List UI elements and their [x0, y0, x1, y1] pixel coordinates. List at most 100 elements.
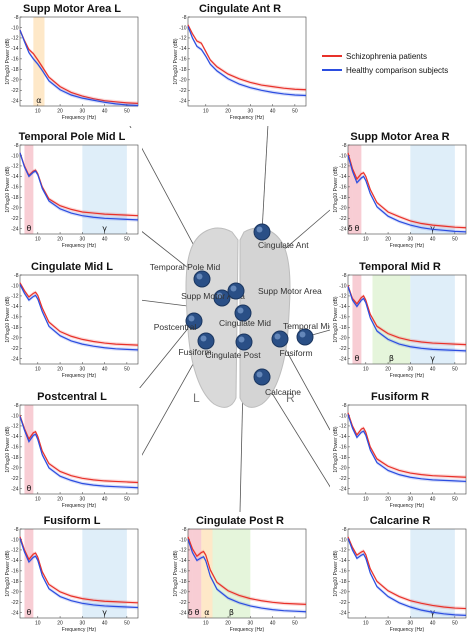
y-axis-label: 10*log10 Power (dB) [5, 38, 11, 84]
x-tick-label: 30 [408, 367, 414, 373]
x-axis-label: Frequency (Hz) [62, 373, 97, 379]
plot-frame [187, 528, 307, 619]
y-tick-label: -16 [11, 569, 18, 575]
region-label: Supp Motor Area [181, 291, 245, 301]
y-tick-label: -12 [339, 548, 346, 554]
x-tick-label: 40 [102, 109, 108, 115]
band-label-beta: β [229, 608, 234, 617]
y-tick-label: -24 [11, 487, 18, 493]
series-line-healthy [347, 155, 467, 233]
y-tick-label: -12 [339, 164, 346, 170]
band-delta [188, 529, 193, 618]
y-tick-label: -8 [14, 15, 19, 21]
x-tick-label: 30 [248, 109, 254, 115]
y-axis-label: 10*log10 Power (dB) [333, 296, 339, 342]
x-tick-label: 50 [452, 237, 458, 243]
x-tick-label: 20 [57, 367, 63, 373]
band-theta [24, 145, 34, 234]
y-axis-label: 10*log10 Power (dB) [333, 166, 339, 212]
y-tick-label: -10 [11, 537, 18, 543]
y-axis-label: 10*log10 Power (dB) [5, 296, 11, 342]
y-axis-label: 10*log10 Power (dB) [333, 550, 339, 596]
y-tick-label: -12 [179, 36, 186, 42]
y-tick-label: -12 [11, 294, 18, 300]
y-tick-label: -8 [342, 527, 347, 533]
plot-frame [19, 144, 139, 235]
y-tick-label: -24 [339, 611, 346, 617]
series-line-patients [19, 282, 139, 346]
series-line-patients [19, 415, 139, 484]
y-tick-label: -14 [11, 304, 18, 310]
band-label-theta: θ [354, 354, 359, 363]
y-tick-label: -20 [179, 78, 186, 84]
region-marker-highlight [274, 333, 281, 340]
y-tick-label: -22 [339, 600, 346, 606]
x-tick-label: 20 [385, 237, 391, 243]
series-ci-patients [188, 535, 306, 607]
y-tick-label: -10 [11, 283, 18, 289]
region-marker [296, 328, 314, 346]
y-tick-label: -14 [11, 434, 18, 440]
plot-frame [19, 404, 139, 495]
x-tick-label: 10 [363, 367, 369, 373]
band-alpha [201, 529, 213, 618]
band-label-beta: β [389, 354, 394, 363]
y-tick-label: -12 [11, 548, 18, 554]
band-beta [372, 275, 411, 364]
y-tick-label: -16 [179, 569, 186, 575]
x-tick-label: 30 [408, 621, 414, 627]
y-tick-label: -14 [339, 434, 346, 440]
y-tick-label: -24 [11, 99, 18, 105]
series-ci-patients [348, 283, 466, 347]
series-ci-patients [348, 535, 466, 611]
connector-fusiform-r [279, 338, 331, 431]
band-label-theta: θ [354, 224, 359, 233]
x-tick-label: 50 [124, 497, 130, 503]
series-line-patients [19, 29, 139, 104]
band-delta [348, 145, 353, 234]
y-tick-label: -20 [339, 466, 346, 472]
chart-title: Cingulate Mid L [31, 261, 113, 273]
y-tick-label: -22 [11, 346, 18, 352]
region-node-supp-motor-area: Supp Motor Area [227, 282, 322, 300]
y-tick-label: -20 [11, 206, 18, 212]
y-tick-label: -14 [339, 304, 346, 310]
x-tick-label: 20 [225, 109, 231, 115]
region-node-fusiform: Fusiform [178, 332, 215, 357]
x-tick-label: 20 [57, 109, 63, 115]
region-label: Supp Motor Area [258, 286, 322, 296]
band-label-delta: δ [188, 608, 193, 617]
x-tick-label: 50 [452, 497, 458, 503]
x-axis-label: Frequency (Hz) [230, 115, 265, 121]
series-line-patients [347, 412, 467, 478]
band-label-theta: θ [26, 608, 31, 617]
series-line-patients [347, 536, 467, 610]
chart-cingulate-ant-r: Cingulate Ant R-8-10-12-14-16-18-20-22-2… [170, 0, 310, 126]
x-tick-label: 50 [292, 621, 298, 627]
x-tick-label: 50 [124, 367, 130, 373]
y-tick-label: -14 [11, 46, 18, 52]
chart-calcarine-r: Calcarine Rγ-8-10-12-14-16-18-20-22-2410… [330, 512, 470, 638]
x-axis-label: Frequency (Hz) [390, 627, 425, 633]
region-label: Cingulate Ant [258, 240, 309, 250]
x-axis-label: Frequency (Hz) [62, 627, 97, 633]
region-node-cingulate-mid: Cingulate Mid [219, 304, 271, 328]
x-tick-label: 20 [385, 367, 391, 373]
x-tick-label: 10 [35, 237, 41, 243]
x-tick-label: 10 [35, 109, 41, 115]
region-label: Temporal Mid [283, 321, 334, 331]
band-label-gamma: γ [102, 224, 107, 233]
y-tick-label: -24 [179, 611, 186, 617]
y-tick-label: -18 [11, 579, 18, 585]
region-node-cingulate-ant: Cingulate Ant [253, 223, 309, 250]
region-marker-highlight [299, 331, 306, 338]
y-tick-label: -14 [179, 558, 186, 564]
y-tick-label: -22 [339, 346, 346, 352]
y-tick-label: -20 [179, 590, 186, 596]
x-tick-label: 20 [57, 497, 63, 503]
region-marker-highlight [230, 285, 237, 292]
